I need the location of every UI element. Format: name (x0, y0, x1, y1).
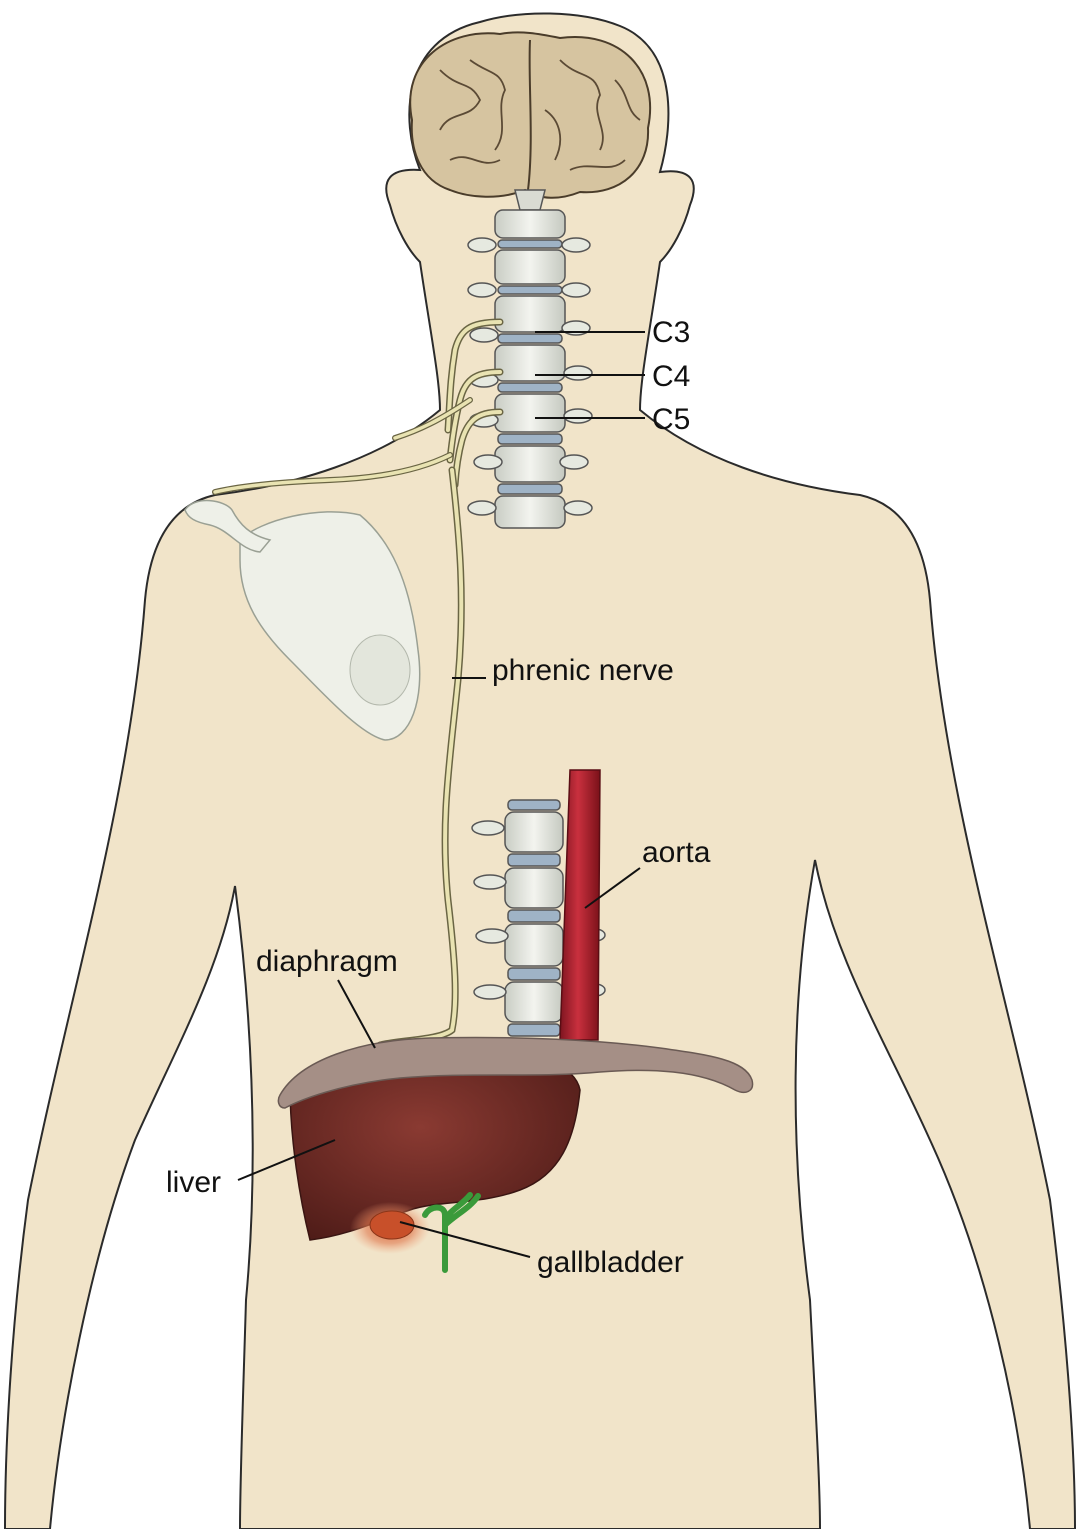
brain (410, 32, 650, 210)
label-diaphragm: diaphragm (256, 947, 398, 977)
label-liver: liver (166, 1168, 221, 1198)
label-c3: C3 (652, 318, 690, 348)
label-phrenic-nerve: phrenic nerve (492, 656, 674, 686)
label-c5: C5 (652, 405, 690, 435)
label-gallbladder: gallbladder (537, 1248, 684, 1278)
label-aorta: aorta (642, 838, 710, 868)
label-c4: C4 (652, 362, 690, 392)
